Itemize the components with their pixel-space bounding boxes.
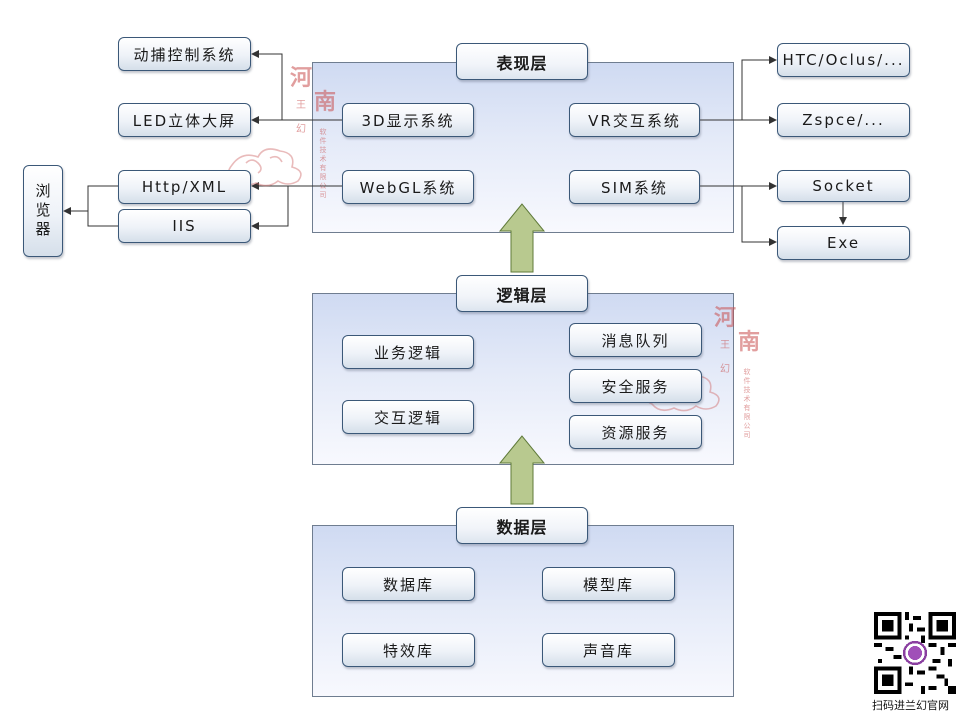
up-arrow-data-to-logic bbox=[498, 435, 546, 505]
watermark-he-2: 河 bbox=[714, 305, 737, 331]
qr-code-image[interactable] bbox=[874, 612, 956, 694]
external-zspace[interactable]: Zspce/... bbox=[777, 103, 910, 137]
data-layer-panel bbox=[312, 525, 734, 697]
data-layer-title: 数据层 bbox=[456, 507, 588, 544]
presentation-layer-title: 表现层 bbox=[456, 43, 588, 80]
watermark-seal-1b: 幻 bbox=[296, 124, 306, 135]
external-http-xml[interactable]: Http/XML bbox=[118, 170, 251, 204]
watermark-nan-2: 南 bbox=[738, 329, 761, 355]
watermark-he-1: 河 bbox=[290, 65, 313, 91]
qr-caption: 扫码进兰幻官网 bbox=[872, 699, 949, 712]
module-model-library[interactable]: 模型库 bbox=[542, 567, 675, 601]
module-webgl[interactable]: WebGL系统 bbox=[342, 170, 474, 204]
external-mocap-control[interactable]: 动捕控制系统 bbox=[118, 37, 251, 71]
external-exe[interactable]: Exe bbox=[777, 226, 910, 260]
module-3d-display[interactable]: 3D显示系统 bbox=[342, 103, 474, 137]
watermark-seal-1a: 王 bbox=[296, 100, 306, 111]
module-business-logic[interactable]: 业务逻辑 bbox=[342, 335, 474, 369]
module-message-queue[interactable]: 消息队列 bbox=[569, 323, 702, 357]
external-socket[interactable]: Socket bbox=[777, 170, 910, 202]
line-webgl-to-iis bbox=[251, 185, 342, 230]
line-sim-to-exe bbox=[741, 186, 777, 246]
watermark-seal-2a: 王 bbox=[720, 340, 730, 351]
module-sound-library[interactable]: 声音库 bbox=[542, 633, 675, 667]
module-database[interactable]: 数据库 bbox=[342, 567, 475, 601]
external-browser[interactable]: 浏览器 bbox=[23, 165, 63, 257]
watermark-seal-2b: 幻 bbox=[720, 364, 730, 375]
up-arrow-logic-to-presentation bbox=[498, 203, 546, 273]
module-interaction-logic[interactable]: 交互逻辑 bbox=[342, 400, 474, 434]
logic-layer-title: 逻辑层 bbox=[456, 275, 588, 312]
module-sim[interactable]: SIM系统 bbox=[569, 170, 700, 204]
external-htc-oculus[interactable]: HTC/Oclus/... bbox=[777, 43, 910, 77]
watermark-company-1: 软件技术有限公司 bbox=[319, 128, 327, 200]
module-vr-interaction[interactable]: VR交互系统 bbox=[569, 103, 700, 137]
line-http-to-browser bbox=[87, 185, 118, 227]
module-security-service[interactable]: 安全服务 bbox=[569, 369, 702, 403]
line-vr-to-htc bbox=[700, 56, 777, 121]
watermark-nan-1: 南 bbox=[314, 89, 337, 115]
watermark-company-2: 软件技术有限公司 bbox=[743, 368, 751, 440]
module-effects-library[interactable]: 特效库 bbox=[342, 633, 475, 667]
module-resource-service[interactable]: 资源服务 bbox=[569, 415, 702, 449]
external-iis[interactable]: IIS bbox=[118, 209, 251, 243]
external-led-screen[interactable]: LED立体大屏 bbox=[118, 103, 251, 137]
